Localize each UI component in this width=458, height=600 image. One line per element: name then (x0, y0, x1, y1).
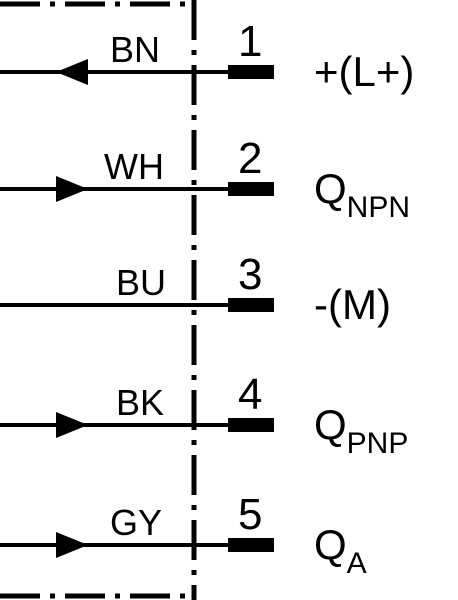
arrow-right-icon (56, 412, 88, 438)
arrow-left-icon (56, 59, 88, 85)
pin-row-1: BN 1 +(L+) (0, 17, 414, 95)
signal-label: QA (314, 521, 367, 580)
wire-color-label: BU (116, 262, 166, 303)
pin-terminal (228, 182, 274, 196)
pin-number: 3 (238, 250, 262, 299)
arrow-right-icon (56, 532, 88, 558)
pin-number: 5 (238, 490, 262, 539)
pin-number: 1 (238, 17, 262, 66)
wire-color-label: WH (104, 146, 164, 187)
pin-row-5: GY 5 QA (0, 490, 367, 580)
signal-label: +(L+) (314, 48, 414, 95)
signal-label: -(M) (314, 281, 391, 328)
pin-terminal (228, 418, 274, 432)
wire-color-label: GY (110, 502, 162, 543)
pin-number: 4 (238, 370, 262, 419)
pin-terminal (228, 298, 274, 312)
pin-row-2: WH 2 QNPN (0, 134, 410, 224)
signal-label: QNPN (314, 165, 410, 224)
wire-color-label: BK (116, 382, 164, 423)
arrow-right-icon (56, 176, 88, 202)
pin-row-4: BK 4 QPNP (0, 370, 408, 460)
pin-terminal (228, 65, 274, 79)
wire-color-label: BN (110, 29, 160, 70)
pin-terminal (228, 538, 274, 552)
pin-number: 2 (238, 134, 262, 183)
pin-row-3: BU 3 -(M) (0, 250, 391, 328)
signal-label: QPNP (314, 401, 408, 460)
